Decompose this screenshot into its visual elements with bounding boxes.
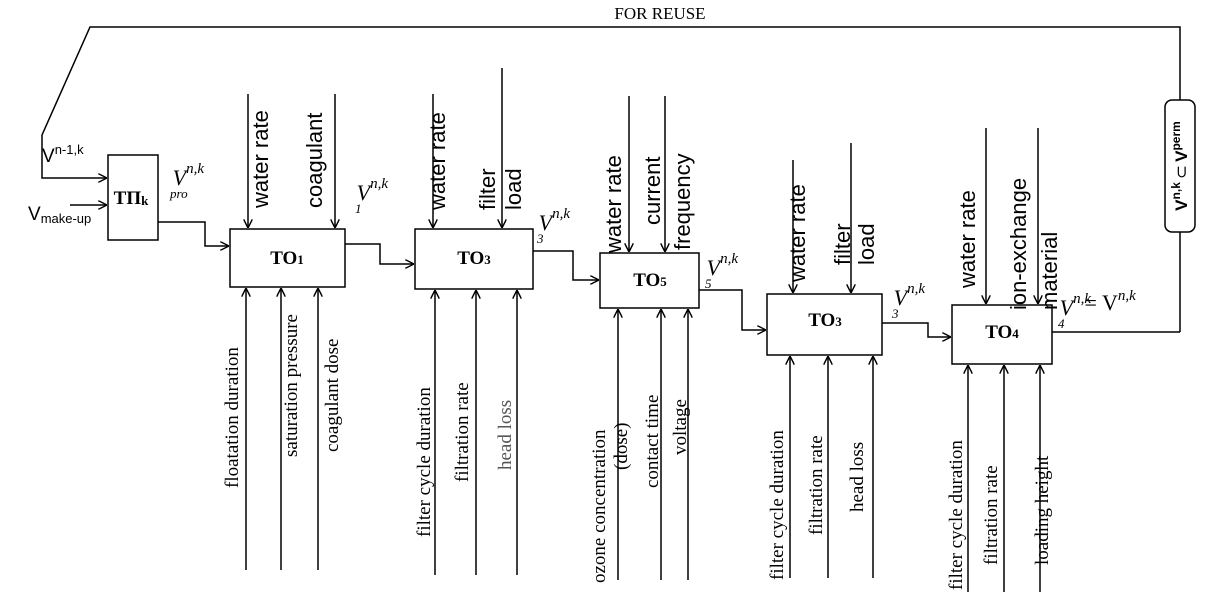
to3a-top-label-water-rate: water rate xyxy=(425,112,450,211)
to3a-param-filtration-rate: filtration rate xyxy=(452,382,473,482)
to5-to-to3 xyxy=(699,289,766,330)
to5-top-label-current: current xyxy=(640,157,665,225)
to1-to-to3 xyxy=(345,243,414,264)
to1-param-floatation-duration: floatation duration xyxy=(222,347,243,488)
to5-top-label-water-rate: water rate xyxy=(601,155,626,254)
input-makeup-label: Vmake-up xyxy=(28,204,91,226)
unit-label-3: TO5 xyxy=(633,270,667,291)
unit-box-3 xyxy=(599,252,700,309)
to3b-top-label-filter: filter xyxy=(830,223,855,265)
reuse-label: FOR REUSE xyxy=(614,4,705,23)
to3b-top-label-load: load xyxy=(854,223,879,265)
unit-box-4 xyxy=(766,293,883,356)
unit-label-4: TO3 xyxy=(808,310,842,331)
to1-param-coagulant-dose: coagulant dose xyxy=(322,339,343,452)
to3b-param-filtration-rate: filtration rate xyxy=(806,435,827,535)
to3a-param-filter-cycle-duration: filter cycle duration xyxy=(414,387,435,537)
to4-param-filtration-rate: filtration rate xyxy=(981,465,1002,565)
to4-top-label-material: material xyxy=(1037,232,1062,310)
to3b-param-filter-cycle-duration: filter cycle duration xyxy=(767,430,788,580)
to4-param-loading-height: loading height xyxy=(1032,455,1053,565)
unit-box-5 xyxy=(951,304,1053,365)
unit-box-2 xyxy=(414,228,534,290)
to4-top-label-ion-exchange: ion-exchange xyxy=(1006,178,1031,310)
to3b-to-to4 xyxy=(882,322,951,337)
to1-top-label-coagulant: coagulant xyxy=(302,113,327,208)
reuse-loop-line xyxy=(41,26,1181,178)
tp-to-to1 xyxy=(158,221,229,246)
tp-label: TПk xyxy=(114,188,149,209)
to5-param-contact-time: contact time xyxy=(642,395,663,488)
unit-label-2: TO3 xyxy=(457,248,491,269)
to1-top-label-water-rate: water rate xyxy=(248,110,273,209)
unit-label-1: TO1 xyxy=(270,248,304,269)
to5-param-ozone-concentration: ozone concentration xyxy=(589,429,610,583)
to5-param-voltage: voltage xyxy=(670,399,691,455)
to4-param-filter-cycle-duration: filter cycle duration xyxy=(946,440,967,590)
to5-param-dose: (dose) xyxy=(611,423,632,470)
to3b-top-label-water-rate: water rate xyxy=(785,184,810,283)
to3a-param-head-loss: head loss xyxy=(495,400,516,470)
to4-top-label-water-rate: water rate xyxy=(955,190,980,289)
perm-box xyxy=(1164,99,1196,233)
tp-block xyxy=(107,154,159,241)
to3a-top-label-filter: filter xyxy=(475,168,500,210)
to1-param-saturation-pressure: saturation pressure xyxy=(281,314,302,457)
unit-label-5: TO4 xyxy=(985,322,1019,343)
to3b-param-head-loss: head loss xyxy=(847,442,868,512)
input-prev-label: Vn-1,k xyxy=(42,142,84,167)
to3a-top-label-load: load xyxy=(501,168,526,210)
perm-relation: Vn,k⊂Vperm xyxy=(1169,121,1191,211)
to3a-to-to5 xyxy=(533,250,599,280)
unit-box-1 xyxy=(229,228,346,288)
to5-top-label-frequency: frequency xyxy=(670,153,695,250)
